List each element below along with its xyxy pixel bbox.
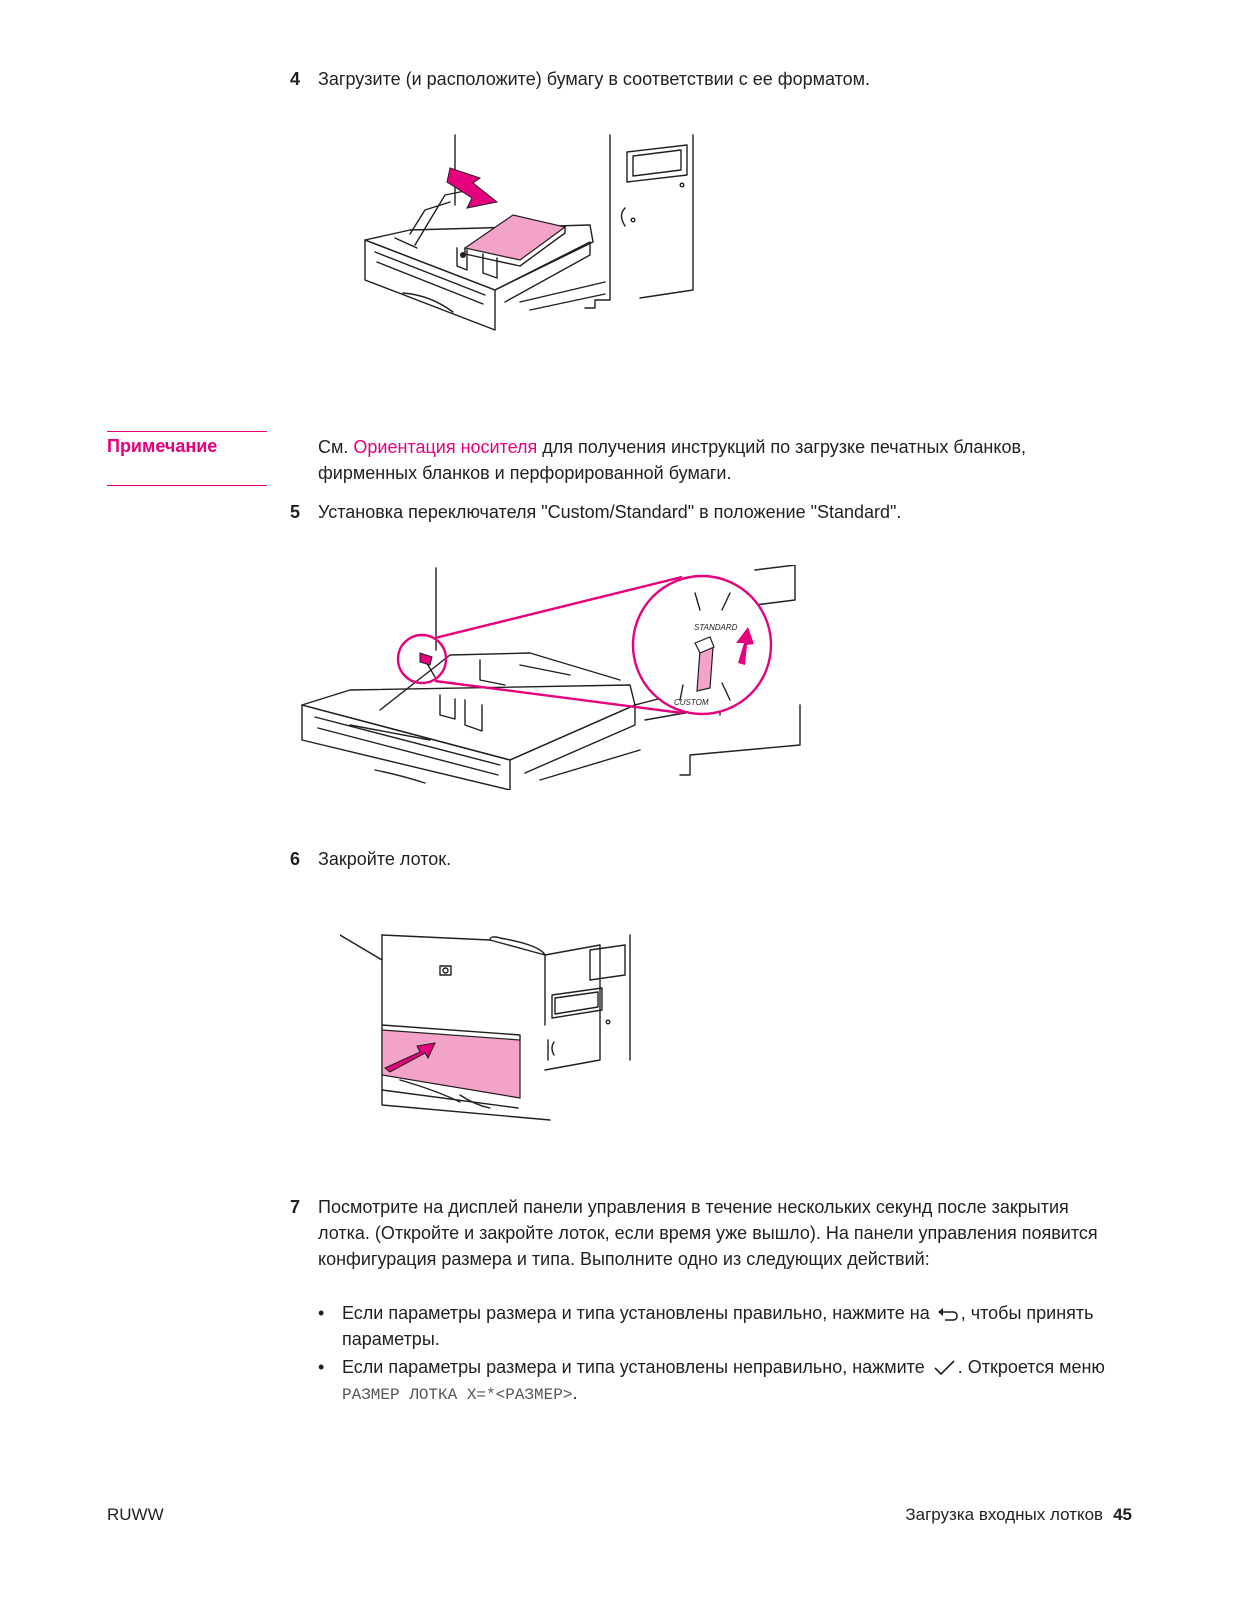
note-rest: для получения инструкций по загрузке печ… <box>318 437 1027 483</box>
menu-name: РАЗМЕР ЛОТКА X=*<РАЗМЕР> <box>342 1386 573 1404</box>
switch-illustration <box>301 565 801 790</box>
figure-load-paper <box>364 134 694 331</box>
bullet-end: . <box>572 1383 578 1403</box>
note-divider <box>107 485 267 486</box>
step-text: Посмотрите на дисплей панели управления … <box>318 1197 1098 1269</box>
note-label: Примечание <box>107 431 267 457</box>
note-prefix: См. <box>318 437 354 457</box>
note-text: См. Ориентация носителя для получения ин… <box>318 434 1098 486</box>
step-number: 6 <box>290 849 301 869</box>
checkmark-icon <box>934 1360 955 1376</box>
bullet-dot: • <box>318 1357 325 1377</box>
bullet-dot: • <box>318 1303 325 1323</box>
bullet-incorrect: • Если параметры размера и типа установл… <box>318 1354 1132 1408</box>
step-number: 4 <box>290 69 301 89</box>
footer-right: Загрузка входных лотков 45 <box>905 1505 1132 1525</box>
step-4: 4 Загрузите (и расположите) бумагу в соо… <box>290 66 1118 92</box>
note-link-media-orientation[interactable]: Ориентация носителя <box>353 437 538 457</box>
bullet-pre: Если параметры размера и типа установлен… <box>342 1303 930 1323</box>
back-arrow-icon <box>937 1308 958 1321</box>
step-7: 7 Посмотрите на дисплей панели управлени… <box>290 1194 1108 1272</box>
switch-label-custom: CUSTOM <box>674 698 709 707</box>
step-text: Установка переключателя "Custom/Standard… <box>318 502 902 522</box>
footer-left: RUWW <box>107 1505 164 1524</box>
bullet-text: Если параметры размера и типа установлен… <box>342 1354 1132 1408</box>
bullet-text: Если параметры размера и типа установлен… <box>342 1300 1132 1352</box>
step-text: Загрузите (и расположите) бумагу в соотв… <box>318 69 871 89</box>
step-5: 5 Установка переключателя "Custom/Standa… <box>290 499 1118 525</box>
bullet-pre: Если параметры размера и типа установлен… <box>342 1357 925 1377</box>
step-number: 5 <box>290 502 301 522</box>
footer-title: Загрузка входных лотков <box>905 1505 1104 1524</box>
switch-label-standard: STANDARD <box>694 623 738 632</box>
step-text: Закройте лоток. <box>318 849 452 869</box>
bullet-post: , чтобы принять параметры. <box>342 1303 1094 1349</box>
step-number: 7 <box>290 1197 301 1217</box>
bullet-post: . Откроется меню <box>957 1357 1105 1377</box>
bullet-correct: • Если параметры размера и типа установл… <box>318 1300 1132 1352</box>
figure-close-tray <box>340 934 631 1121</box>
step-6: 6 Закройте лоток. <box>290 846 1118 872</box>
figure-switch: STANDARD CUSTOM <box>290 565 810 790</box>
page-number: 45 <box>1113 1505 1132 1524</box>
